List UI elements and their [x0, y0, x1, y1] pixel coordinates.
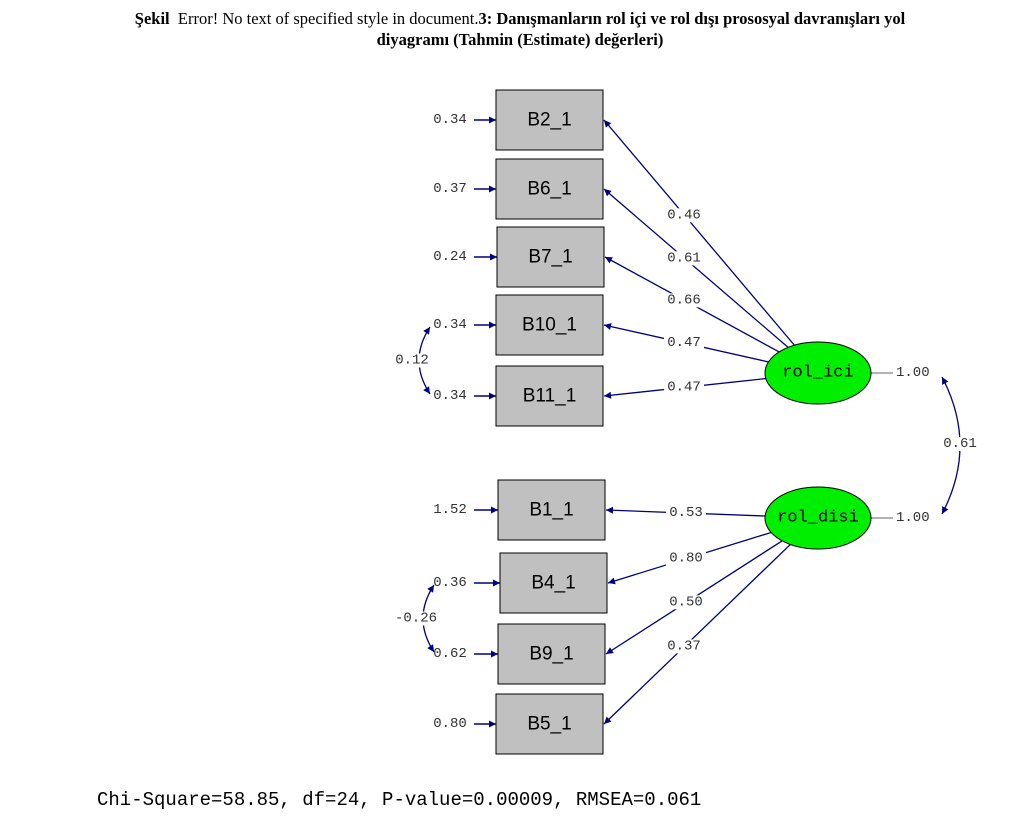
error-label-B4_1: 0.36	[433, 575, 467, 591]
figure-caption: Şekil Error! No text of specified style …	[20, 8, 1020, 50]
error-covariance-label-1: 0.12	[395, 353, 429, 369]
observed-box-B5_1	[495, 693, 604, 755]
observed-label-B1_1: B1_1	[529, 500, 573, 521]
label-background	[398, 611, 434, 626]
error-label-B10_1: 0.34	[433, 317, 467, 333]
loading-label-B7_1: 0.66	[667, 292, 701, 308]
error-label-B6_1: 0.37	[433, 181, 467, 197]
observed-label-B11_1: B11_1	[523, 386, 577, 407]
observed-label-B9_1: B9_1	[529, 644, 573, 665]
caption-title-line1: Danışmanların rol içi ve rol dışı prosos…	[496, 9, 906, 28]
variance-label-rol_disi: 1.00	[896, 510, 930, 526]
observed-box-B2_1	[495, 89, 604, 151]
observed-label-B7_1: B7_1	[528, 247, 572, 268]
caption-line-2: diyagramı (Tahmin (Estimate) değerleri)	[20, 29, 1020, 50]
loading-label-B6_1: 0.61	[667, 250, 701, 266]
observed-box-B10_1	[495, 294, 604, 356]
label-background	[942, 437, 978, 451]
error-covariance-label-2: -0.26	[395, 611, 437, 627]
error-label-B7_1: 0.24	[433, 249, 467, 265]
label-background	[394, 353, 430, 368]
observed-label-B6_1: B6_1	[527, 179, 571, 200]
loading-label-B5_1: 0.37	[667, 638, 701, 654]
observed-box-B11_1	[495, 365, 604, 427]
loading-path-B5_1	[603, 543, 791, 725]
error-label-B9_1: 0.62	[433, 646, 467, 662]
observed-box-B7_1	[496, 226, 605, 288]
label-background	[664, 293, 704, 308]
observed-label-B2_1: B2_1	[527, 110, 571, 131]
loading-label-B4_1: 0.80	[669, 551, 703, 567]
observed-label-B10_1: B10_1	[522, 315, 577, 336]
label-background	[664, 336, 704, 351]
observed-box-B1_1	[497, 479, 606, 541]
loading-label-B2_1: 0.46	[667, 207, 701, 223]
observed-label-B5_1: B5_1	[527, 714, 571, 735]
caption-line-1: Şekil Error! No text of specified style …	[20, 8, 1020, 29]
loading-label-B1_1: 0.53	[669, 505, 703, 521]
fit-statistics: Chi-Square=58.85, df=24, P-value=0.00009…	[97, 789, 702, 811]
loading-path-B2_1	[603, 119, 795, 346]
latent-label-rol_ici: rol_ici	[782, 364, 853, 383]
label-background	[664, 380, 704, 395]
latent-ellipse-rol_disi	[764, 486, 872, 550]
caption-error-text: Error! No text of specified style in doc…	[177, 9, 479, 28]
label-background	[664, 251, 704, 266]
latent-ellipse-rol_ici	[764, 341, 872, 405]
observed-box-B6_1	[495, 158, 604, 220]
loading-path-B6_1	[603, 188, 789, 348]
latent-covariance-label: 0.61	[943, 436, 977, 452]
caption-title-line2: diyagramı (Tahmin (Estimate) değerleri)	[376, 30, 664, 49]
variance-label-rol_ici: 1.00	[896, 365, 930, 381]
caption-prefix: Şekil	[134, 9, 170, 28]
error-label-B1_1: 1.52	[433, 502, 467, 518]
label-background	[664, 639, 704, 654]
error-label-B5_1: 0.80	[433, 716, 467, 732]
label-background	[664, 208, 704, 223]
label-background	[666, 595, 706, 610]
label-background	[666, 506, 706, 521]
error-label-B11_1: 0.34	[433, 388, 467, 404]
error-label-B2_1: 0.34	[433, 112, 467, 128]
loading-label-B10_1: 0.47	[667, 335, 701, 351]
caption-number: 3:	[478, 9, 493, 28]
label-background	[666, 551, 706, 566]
latent-label-rol_disi: rol_disi	[777, 509, 859, 528]
observed-box-B9_1	[497, 623, 606, 685]
observed-label-B4_1: B4_1	[531, 573, 575, 594]
path-diagram: 0.46 0.61 0.66 0.47 0.47 0.53 0.80 0.50 0.37 0.34…	[394, 89, 978, 755]
loading-label-B11_1: 0.47	[667, 379, 701, 395]
loading-label-B9_1: 0.50	[669, 594, 703, 610]
observed-box-B4_1	[499, 552, 608, 614]
